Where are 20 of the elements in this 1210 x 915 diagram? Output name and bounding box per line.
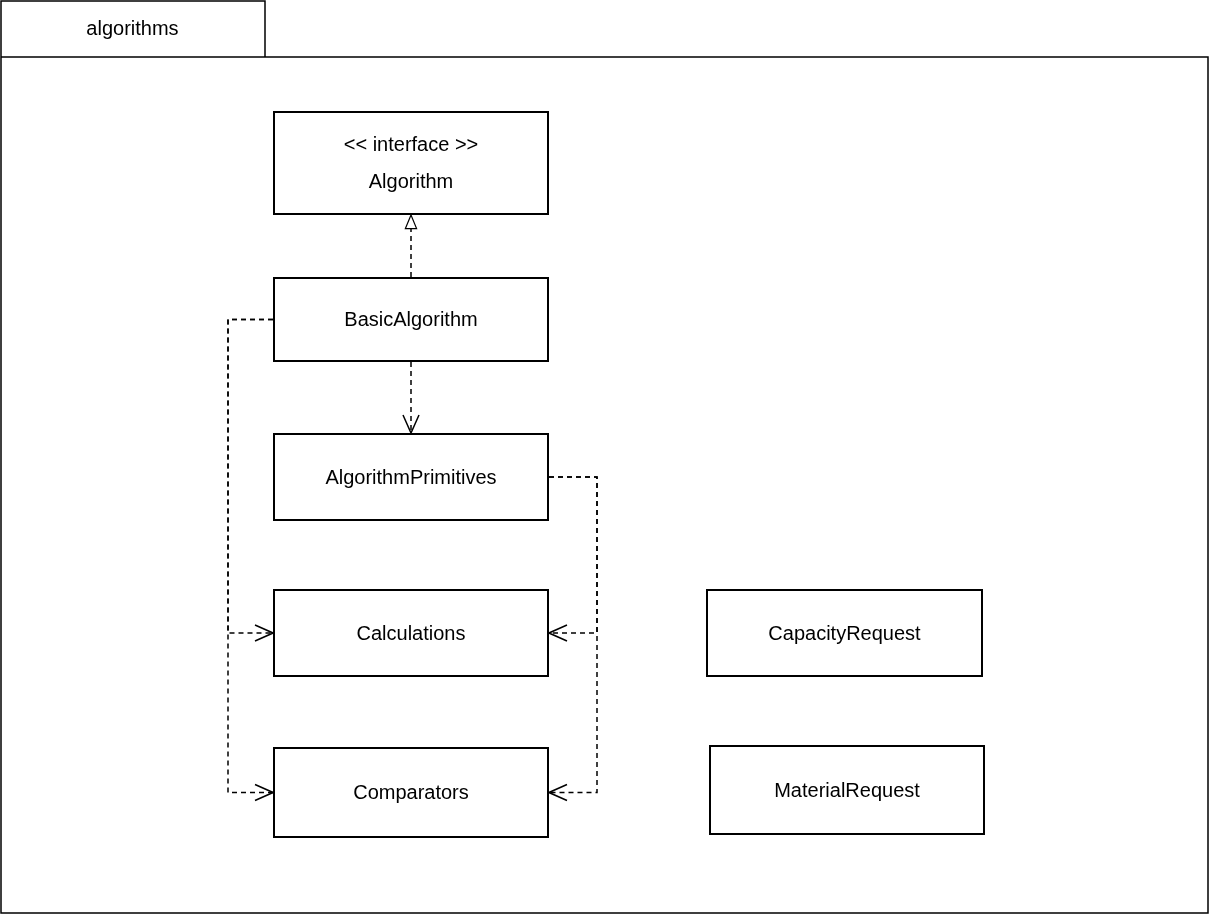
class-name: CapacityRequest <box>768 621 921 645</box>
class-name: Calculations <box>356 621 466 645</box>
realization-arrow <box>404 214 418 278</box>
class-name: BasicAlgorithm <box>344 308 478 331</box>
dependency-arrow <box>227 318 274 802</box>
class-box <box>273 433 549 521</box>
class-name: Algorithm <box>368 170 454 193</box>
class-box <box>709 745 985 835</box>
class-box <box>273 589 549 677</box>
class-name: MaterialRequest <box>774 778 920 802</box>
class-box <box>273 747 549 838</box>
dependency-arrow <box>548 476 598 802</box>
class-name: AlgorithmPrimitives <box>325 465 497 489</box>
class-name: Comparators <box>353 781 469 804</box>
class-box <box>706 589 983 677</box>
package-name: algorithms <box>85 16 180 41</box>
class-box <box>273 277 549 362</box>
interface-box <box>273 111 549 215</box>
stereotype-label: << interface >> <box>343 133 479 156</box>
dependency-arrow <box>402 361 420 434</box>
